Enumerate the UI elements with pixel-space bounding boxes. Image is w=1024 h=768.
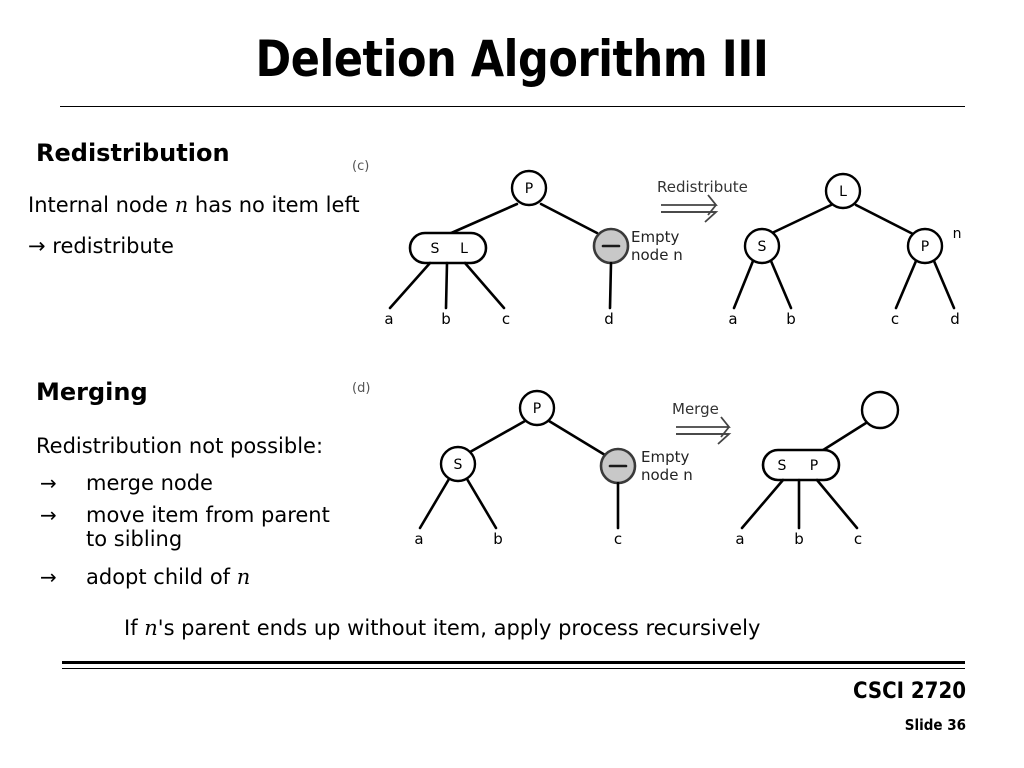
operation-label-redistribute: Redistribute <box>657 178 748 196</box>
redistribution-text-after: has no item left <box>188 193 360 217</box>
node-l-root <box>824 172 862 210</box>
node-empty-parent <box>860 390 900 430</box>
node-empty-n <box>592 227 630 265</box>
recursive-note-before: If <box>124 616 145 640</box>
merging-bullet-merge-node: → merge node <box>40 471 213 495</box>
figure-d-before-tree: P S a b c <box>414 389 637 548</box>
section-heading-redistribution: Redistribution <box>36 139 230 167</box>
footer-divider-thin <box>62 668 965 669</box>
node-p <box>906 227 944 265</box>
recursive-note-after: 's parent ends up without item, apply pr… <box>157 616 761 640</box>
figure-d-after-tree: S P a b c <box>735 390 900 548</box>
node-p-label: P <box>921 239 929 255</box>
leaf-label-d: d <box>604 310 614 328</box>
arrow-bullet-icon: → <box>40 565 57 589</box>
leaf-label-a: a <box>735 530 744 548</box>
leaf-label-b: b <box>493 530 503 548</box>
variable-n: n <box>144 616 158 640</box>
node-p-root-label: P <box>525 181 533 197</box>
redistribute-arrow-icon <box>661 194 719 223</box>
leaf-label-b: b <box>794 530 804 548</box>
node-s <box>439 445 477 483</box>
leaf-label-a: a <box>728 310 737 328</box>
leaf-label-c: c <box>614 530 622 548</box>
node-p-root <box>518 389 556 427</box>
variable-n: n <box>174 193 189 217</box>
operation-label-merge: Merge <box>672 400 719 418</box>
merge-arrow-icon <box>676 416 732 445</box>
leaf-label-d: d <box>950 310 960 328</box>
node-p-root <box>510 169 548 207</box>
merging-bullet-text: adopt child of <box>86 565 237 589</box>
variable-n: n <box>236 565 251 589</box>
redistribution-action: → redistribute <box>28 234 174 258</box>
node-l-root-label: L <box>839 184 847 200</box>
leaf-label-c: c <box>891 310 899 328</box>
leaf-label-a: a <box>384 310 393 328</box>
redistribution-text-before: Internal node <box>28 193 175 217</box>
empty-node-note-c: Empty node n <box>631 228 683 264</box>
empty-node-note-d: Empty node n <box>641 448 693 484</box>
arrow-bullet-icon: → <box>40 471 57 495</box>
footer-slide-number: Slide 36 <box>904 716 966 734</box>
node-sl-label-l: L <box>460 241 468 257</box>
node-sp <box>761 448 841 482</box>
node-s <box>743 227 781 265</box>
figure-label-d: (d) <box>352 381 371 396</box>
title-divider <box>60 106 965 107</box>
node-empty-n <box>599 447 637 485</box>
leaf-label-a: a <box>414 530 423 548</box>
node-sp-label-p: P <box>810 458 818 474</box>
figure-label-c: (c) <box>352 159 370 174</box>
merging-bullet-adopt-child: → adopt child of n <box>40 565 250 589</box>
empty-node-note-line1: Empty <box>641 448 690 466</box>
node-s-label: S <box>454 457 463 473</box>
page-title: Deletion Algorithm III <box>255 30 769 88</box>
node-sp-label-s: S <box>778 458 787 474</box>
merging-intro: Redistribution not possible: <box>36 434 324 458</box>
footer-divider-thick <box>62 661 965 664</box>
section-heading-merging: Merging <box>36 378 148 406</box>
empty-node-note-line2: node n <box>631 246 683 264</box>
node-p-root-label: P <box>533 401 541 417</box>
redistribution-description: Internal node n has no item left <box>28 193 360 217</box>
leaf-label-b: b <box>786 310 796 328</box>
merging-bullet-move-item: → move item from parent to sibling <box>40 503 330 551</box>
node-sl <box>408 231 488 265</box>
merging-bullet-label: move item from parent to sibling <box>86 503 330 551</box>
leaf-label-b: b <box>441 310 451 328</box>
node-p-marker-n: n <box>953 226 962 242</box>
merging-bullet-line1: move item from parent <box>86 503 330 527</box>
empty-node-note-line2: node n <box>641 466 693 484</box>
merging-bullet-label: merge node <box>86 471 213 495</box>
node-s-label: S <box>758 239 767 255</box>
empty-node-note-line1: Empty <box>631 228 680 246</box>
recursive-note: If n's parent ends up without item, appl… <box>124 616 760 640</box>
figure-c-before-tree: P S L a b c d <box>384 169 630 328</box>
arrow-bullet-icon: → <box>40 503 57 527</box>
merging-bullet-label: adopt child of n <box>86 565 250 589</box>
node-sl-label-s: S <box>431 241 440 257</box>
leaf-label-c: c <box>854 530 862 548</box>
footer-course-code: CSCI 2720 <box>852 679 966 704</box>
leaf-label-c: c <box>502 310 510 328</box>
merging-bullet-line2: to sibling <box>86 527 183 551</box>
figure-c-after-tree: L S P n a b c d <box>728 172 962 328</box>
